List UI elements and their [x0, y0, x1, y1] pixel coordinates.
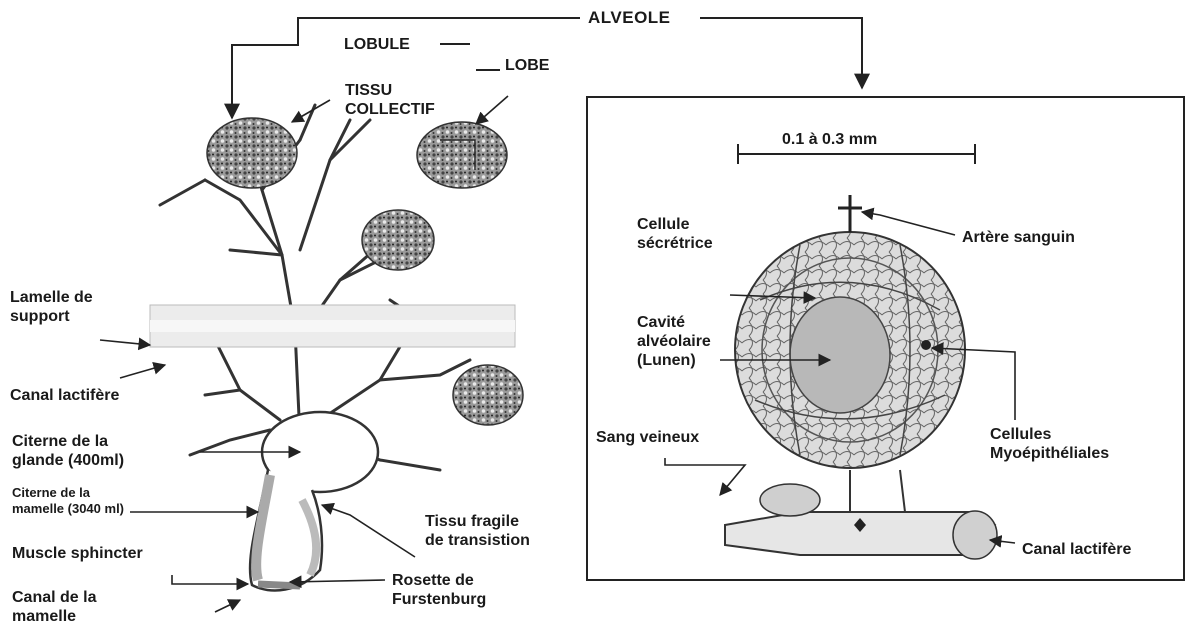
label-muscle-sphincter: Muscle sphincter	[12, 544, 143, 563]
label-citerne-glande: Citerne de la glande (400ml)	[12, 432, 124, 470]
label-cavite-alveolaire: Cavité alvéolaire (Lunen)	[637, 313, 711, 370]
alveolus-detail	[725, 195, 997, 559]
label-sang-veineux: Sang veineux	[596, 428, 699, 447]
label-canal-mamelle: Canal de la mamelle	[12, 588, 96, 626]
label-artere-sanguin: Artère sanguin	[962, 228, 1075, 247]
label-lobule: LOBULE	[344, 35, 410, 54]
label-alveole: ALVEOLE	[588, 8, 671, 27]
label-cellules-myoepitheliales: Cellules Myoépithéliales	[990, 425, 1109, 463]
label-lamelle-support: Lamelle de support	[10, 288, 93, 326]
label-canal-lactifere-right: Canal lactifère	[1022, 540, 1131, 559]
label-cellule-secretrice: Cellule sécrétrice	[637, 215, 713, 253]
label-lobe: LOBE	[505, 56, 549, 75]
label-tissu-fragile: Tissu fragile de transistion	[425, 512, 530, 550]
label-tissu-collectif: TISSU COLLECTIF	[345, 81, 435, 119]
label-citerne-mamelle: Citerne de la mamelle (3040 ml)	[12, 485, 124, 517]
lobules	[207, 118, 523, 425]
label-canal-lactifere-left: Canal lactifère	[10, 386, 119, 405]
label-scale: 0.1 à 0.3 mm	[782, 130, 877, 149]
cisterne-teat	[250, 412, 378, 590]
label-rosette: Rosette de Furstenburg	[392, 571, 486, 609]
